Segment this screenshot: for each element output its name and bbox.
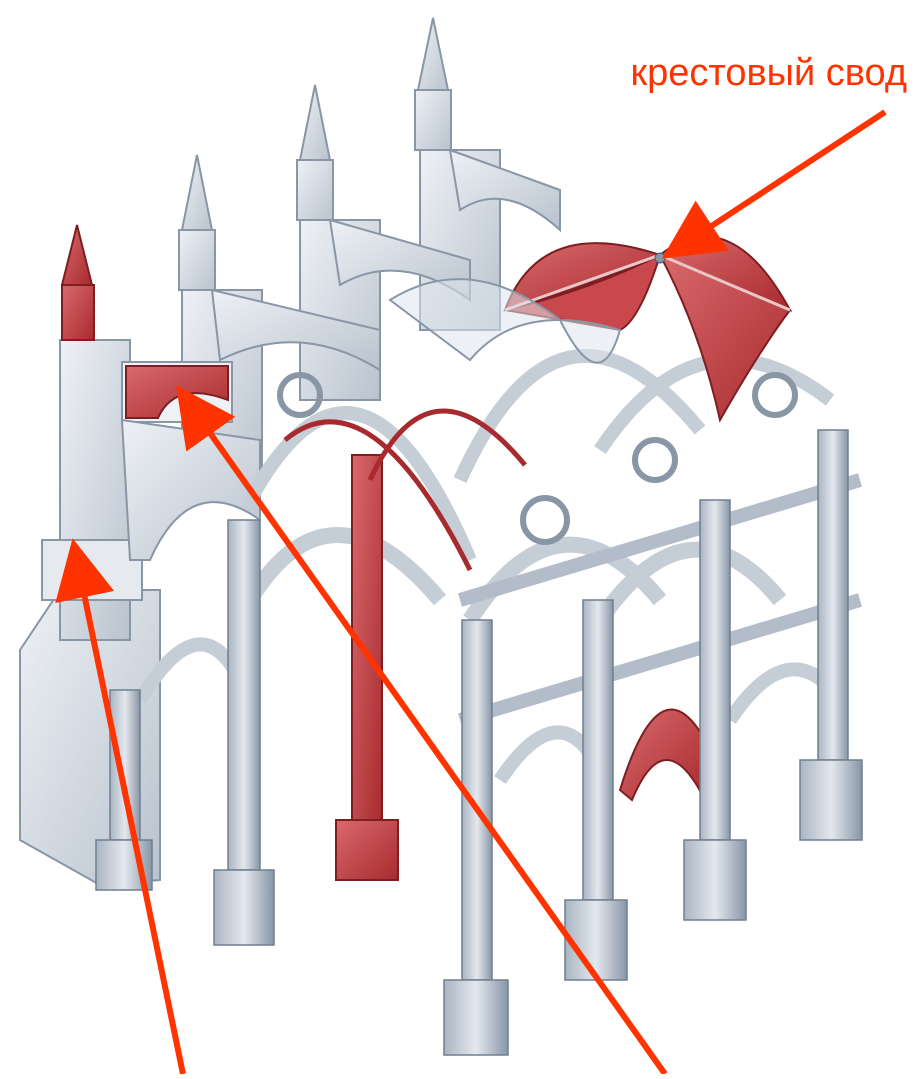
rib-highlight: [283, 419, 473, 572]
arrow-to-cross-vault: [661, 109, 887, 259]
arrow-to-flying-buttress: [176, 385, 668, 1076]
pier: [564, 599, 628, 981]
pier: [683, 499, 747, 921]
pier-highlight: [335, 454, 399, 881]
pier: [213, 519, 275, 946]
pier: [95, 689, 153, 891]
piers: [95, 429, 863, 1056]
pier: [799, 429, 863, 841]
cross-vault: [388, 235, 793, 423]
annotation-arrows: [55, 109, 887, 1076]
pinnacle-highlight: [60, 224, 95, 341]
flying-buttress-highlight: [121, 361, 233, 423]
arrow-to-buttress: [55, 538, 186, 1075]
pier: [443, 619, 509, 1056]
rib-highlight: [367, 408, 527, 482]
cross-vault-label: крестовый свод: [630, 52, 907, 94]
arch-highlight: [618, 708, 706, 802]
